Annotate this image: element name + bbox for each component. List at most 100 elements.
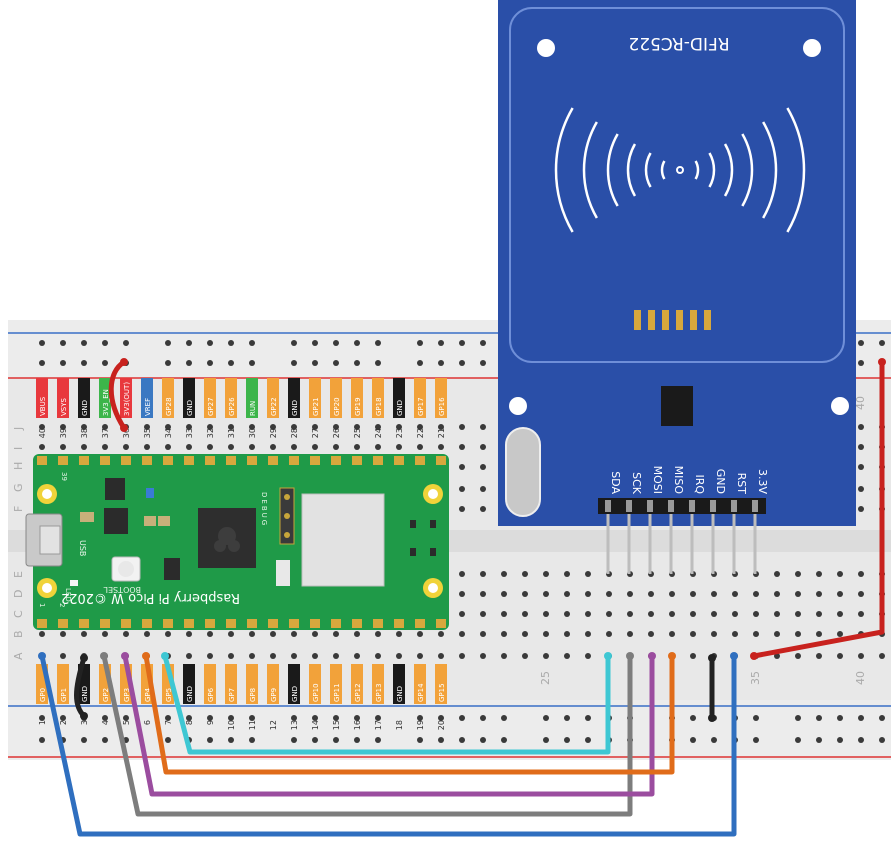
rfid-pin-label: RST	[735, 473, 748, 495]
rail-hole	[858, 715, 864, 721]
breadboard-hole	[438, 653, 444, 659]
rail-hole	[438, 360, 444, 366]
pico-top-pin-labels: 40VBUS39VSYS38GND373V3_EN363V3(OUT)35VRE…	[36, 378, 447, 438]
pico-pad-bottom	[100, 619, 110, 628]
breadboard-hole	[774, 571, 780, 577]
pin-label: GND	[291, 400, 299, 416]
pin-label: 3V3(OUT)	[123, 382, 131, 416]
pin-label-bg	[435, 664, 447, 704]
pin-label-bg	[183, 378, 195, 418]
rfid-arc	[554, 107, 574, 233]
pico-pad-top	[394, 456, 404, 465]
pin-number: 36	[122, 428, 131, 438]
pico-pad-bottom	[142, 619, 152, 628]
breadboard-hole	[333, 653, 339, 659]
capacitor-2	[144, 516, 156, 526]
breadboard-hole	[753, 631, 759, 637]
breadboard-hole	[480, 653, 486, 659]
rfid-pin-label: MISO	[672, 466, 685, 495]
breadboard-hole	[858, 424, 864, 430]
pico-pad-bottom	[373, 619, 383, 628]
breadboard-hole	[186, 653, 192, 659]
capacitor-3	[158, 516, 170, 526]
breadboard-hole	[606, 631, 612, 637]
pin-label-bg	[309, 378, 321, 418]
breadboard-hole	[501, 591, 507, 597]
pin-label: GP1	[60, 688, 68, 702]
row-letter-g: G	[12, 483, 25, 492]
rail-hole	[354, 715, 360, 721]
rail-hole	[354, 340, 360, 346]
rfid-arc	[708, 152, 716, 188]
pin-label: GP19	[354, 397, 362, 416]
pin-label-bg	[330, 378, 342, 418]
rail-hole	[858, 360, 864, 366]
pin-number: 37	[101, 428, 110, 438]
pin-label-bg	[141, 378, 153, 418]
pin-label: GND	[396, 400, 404, 416]
pin-label: GND	[186, 686, 194, 702]
rfid-pin-pad	[689, 500, 695, 512]
breadboard-hole	[186, 444, 192, 450]
pin-label: GP11	[333, 683, 341, 702]
pin-number: 1	[38, 720, 47, 725]
pico-pad-top	[268, 456, 278, 465]
breadboard-hole	[417, 424, 423, 430]
breadboard-hole	[165, 444, 171, 450]
rfid-arc	[723, 143, 734, 197]
breadboard-hole	[417, 444, 423, 450]
breadboard-hole	[207, 631, 213, 637]
pin-label: GND	[291, 686, 299, 702]
breadboard-hole	[396, 444, 402, 450]
pin-number: 9	[206, 720, 215, 725]
pico-pad-bottom	[415, 619, 425, 628]
row-letter-f: F	[12, 506, 25, 512]
breadboard-hole	[480, 506, 486, 512]
pin-number: 34	[164, 428, 173, 438]
rfid-pin-pad	[752, 500, 758, 512]
rail-hole	[459, 340, 465, 346]
rail-hole	[585, 737, 591, 743]
pico-pad-bottom	[163, 619, 173, 628]
breadboard-hole	[459, 444, 465, 450]
rail-hole	[690, 737, 696, 743]
rfid-arc-center	[676, 166, 684, 174]
breadboard-hole	[333, 444, 339, 450]
breadboard-hole	[732, 631, 738, 637]
wire-end	[100, 652, 108, 660]
rail-hole	[312, 340, 318, 346]
pico-pad-top	[373, 456, 383, 465]
breadboard-hole	[333, 631, 339, 637]
rail-hole	[438, 340, 444, 346]
breadboard-hole	[459, 506, 465, 512]
pin-number: 39	[59, 428, 68, 438]
pin-label: GP10	[312, 683, 320, 702]
wire-end	[668, 652, 676, 660]
rail-hole	[333, 737, 339, 743]
breadboard-hole	[375, 424, 381, 430]
usb-port	[39, 525, 61, 555]
breadboard-hole	[438, 444, 444, 450]
mount-hole-bottom-left-inner	[42, 583, 52, 593]
bootsel-button-cap[interactable]	[118, 561, 134, 577]
breadboard-hole	[375, 631, 381, 637]
rfid-pcb	[498, 0, 856, 526]
wire-end	[80, 654, 88, 662]
pin-label: GND	[186, 400, 194, 416]
rail-hole	[417, 715, 423, 721]
wire-end	[708, 654, 716, 662]
rail-hole	[207, 360, 213, 366]
breadboard-hole	[522, 611, 528, 617]
breadboard-hole	[396, 653, 402, 659]
breadboard-hole	[480, 444, 486, 450]
breadboard-hole	[81, 424, 87, 430]
rail-hole	[333, 360, 339, 366]
pico-pad-bottom	[205, 619, 215, 628]
breadboard-hole	[585, 653, 591, 659]
column-number-25: 25	[539, 671, 552, 685]
breadboard-hole	[669, 631, 675, 637]
breadboard-hole	[39, 424, 45, 430]
breadboard-hole	[522, 571, 528, 577]
